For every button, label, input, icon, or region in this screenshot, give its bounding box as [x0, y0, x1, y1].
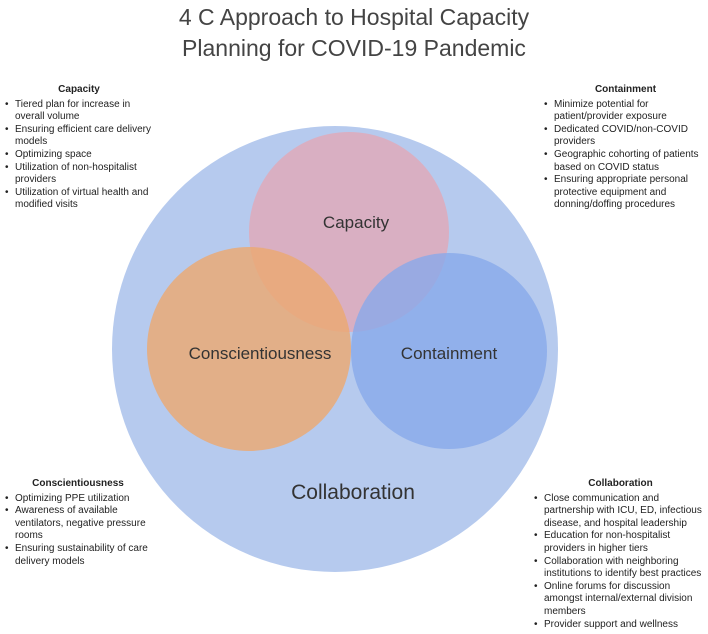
panel-heading: Collaboration	[588, 478, 653, 489]
list-item: Tiered plan for increase in overall volu…	[5, 99, 154, 124]
panel-heading: Containment	[594, 84, 657, 95]
containment-circle	[351, 253, 547, 449]
conscientiousness-circle	[147, 247, 351, 451]
list-item: Ensuring efficient care delivery models	[5, 124, 154, 149]
list-item: Ensuring appropriate personal protective…	[544, 174, 708, 212]
collaboration-list: Close communication and partnership with…	[533, 493, 708, 632]
collaboration-label: Collaboration	[291, 481, 415, 504]
list-item: Minimize potential for patient/provider …	[544, 99, 708, 124]
containment-panel: Containment Minimize potential for patie…	[543, 84, 708, 212]
panel-heading: Capacity	[58, 84, 100, 95]
collaboration-panel: Collaboration Close communication and pa…	[533, 478, 708, 631]
containment-label: Containment	[401, 344, 498, 363]
list-item: Awareness of available ventilators, nega…	[5, 505, 152, 543]
list-item: Optimizing space	[5, 149, 154, 162]
title-line-1: 4 C Approach to Hospital Capacity	[178, 4, 530, 30]
list-item: Provider support and wellness	[534, 619, 708, 632]
list-item: Close communication and partnership with…	[534, 493, 708, 531]
title-line-2: Planning for COVID-19 Pandemic	[182, 35, 526, 61]
conscientiousness-label: Conscientiousness	[189, 344, 332, 363]
list-item: Education for non-hospitalist providers …	[534, 530, 708, 555]
list-item: Utilization of non-hospitalist providers	[5, 162, 154, 187]
list-item: Online forums for discussion amongst int…	[534, 581, 708, 619]
diagram-title: 4 C Approach to Hospital Capacity Planni…	[0, 2, 708, 64]
list-item: Optimizing PPE utilization	[5, 493, 152, 506]
list-item: Geographic cohorting of patients based o…	[544, 149, 708, 174]
containment-list: Minimize potential for patient/provider …	[543, 99, 708, 212]
capacity-label: Capacity	[323, 213, 390, 232]
list-item: Ensuring sustainability of care delivery…	[5, 543, 152, 568]
capacity-list: Tiered plan for increase in overall volu…	[4, 99, 154, 212]
conscientiousness-list: Optimizing PPE utilization Awareness of …	[4, 493, 152, 569]
panel-heading: Conscientiousness	[32, 478, 124, 489]
list-item: Utilization of virtual health and modifi…	[5, 187, 154, 212]
list-item: Collaboration with neighboring instituti…	[534, 556, 708, 581]
conscientiousness-panel: Conscientiousness Optimizing PPE utiliza…	[4, 478, 152, 568]
list-item: Dedicated COVID/non-COVID providers	[544, 124, 708, 149]
capacity-panel: Capacity Tiered plan for increase in ove…	[4, 84, 154, 212]
